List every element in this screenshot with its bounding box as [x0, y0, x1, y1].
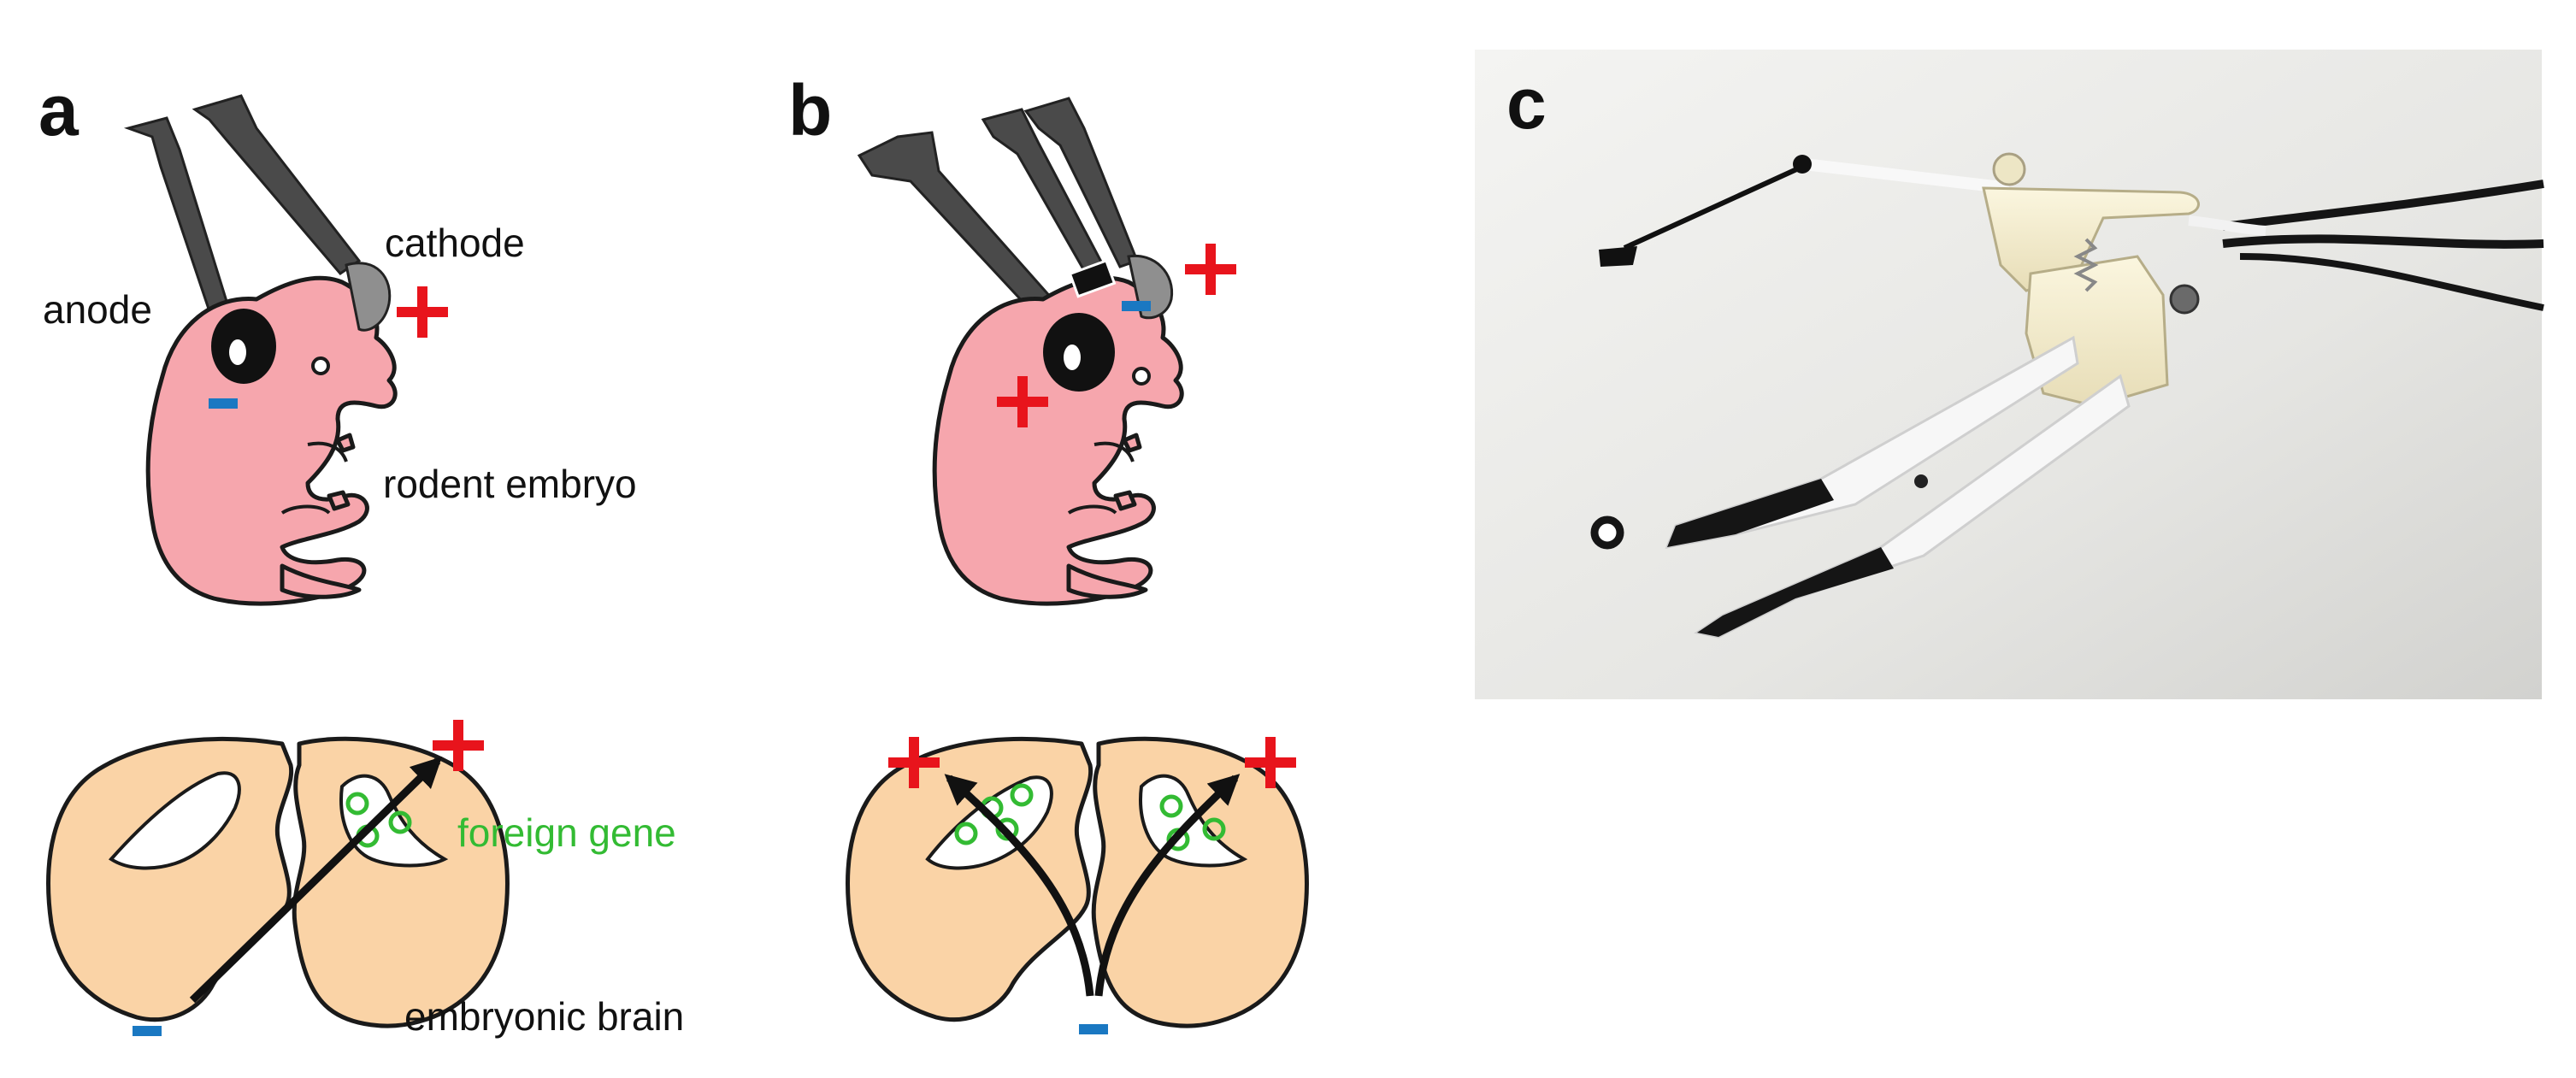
embryo-forepaw	[335, 433, 356, 453]
brain-right-hemisphere	[292, 736, 510, 1028]
gene-dot	[345, 792, 369, 816]
gene-dot	[1159, 794, 1183, 818]
embryo-tail	[280, 563, 362, 599]
gene-dot	[954, 822, 978, 845]
minus-sign-icon	[1079, 1024, 1108, 1034]
gene-dot	[388, 810, 412, 834]
panel-b-electrode-right	[1023, 97, 1139, 268]
embryo-forepaw	[1122, 433, 1142, 453]
panel-b-letter: b	[788, 70, 832, 150]
label-embryonic-brain: embryonic brain	[404, 994, 684, 1039]
plus-sign-icon	[888, 737, 940, 788]
plus-sign-icon	[997, 376, 1048, 427]
disc-highlight	[229, 339, 246, 365]
brain-left-hemisphere	[46, 736, 294, 1022]
panel-b-brain	[846, 736, 1309, 1028]
minus-sign-icon	[133, 1026, 162, 1036]
minus-sign-icon	[209, 398, 238, 409]
plus-sign-icon	[433, 720, 484, 771]
embryo-tail	[1066, 563, 1148, 599]
panel-a-embryo	[145, 275, 398, 606]
panel-a-brain	[46, 736, 510, 1028]
plus-sign-icon	[397, 286, 448, 338]
plus-sign-icon	[1185, 244, 1236, 295]
label-foreign-gene: foreign gene	[457, 810, 676, 855]
minus-sign-icon	[1122, 301, 1151, 311]
label-rodent-embryo: rodent embryo	[383, 462, 637, 506]
panel-c: c	[1475, 50, 2544, 699]
label-anode: anode	[43, 287, 152, 332]
panel-a-letter: a	[38, 70, 80, 150]
panel-a-cathode-disc	[345, 262, 392, 332]
gene-dot	[1010, 783, 1034, 807]
panel-a-electrode-right	[192, 94, 362, 275]
panel-b-electrodes	[857, 97, 1139, 344]
current-arrow-right	[1094, 774, 1241, 997]
embryo-body	[932, 275, 1184, 606]
embryo-hindpaw	[1113, 490, 1137, 511]
ventricle-left	[108, 771, 241, 870]
embryo-hindpaw	[327, 490, 351, 511]
label-cathode: cathode	[385, 221, 525, 265]
gene-dot	[1202, 817, 1226, 841]
panel-b: b	[788, 70, 1309, 1034]
panel-b-cathode-clip	[1068, 259, 1117, 298]
panel-c-letter: c	[1506, 63, 1547, 144]
embryo-body	[145, 275, 398, 606]
current-arrow-left	[944, 774, 1094, 997]
plus-sign-icon	[1245, 737, 1296, 788]
disc-highlight	[1064, 345, 1081, 370]
embryo-eye	[1132, 367, 1151, 386]
current-direction-arrow	[189, 756, 443, 1004]
brain-left-hemisphere	[846, 736, 1093, 1022]
panel-a: a anode cathode rodent embryo	[38, 70, 684, 1039]
panel-b-embryo	[932, 275, 1184, 606]
embryo-eye	[311, 356, 330, 375]
